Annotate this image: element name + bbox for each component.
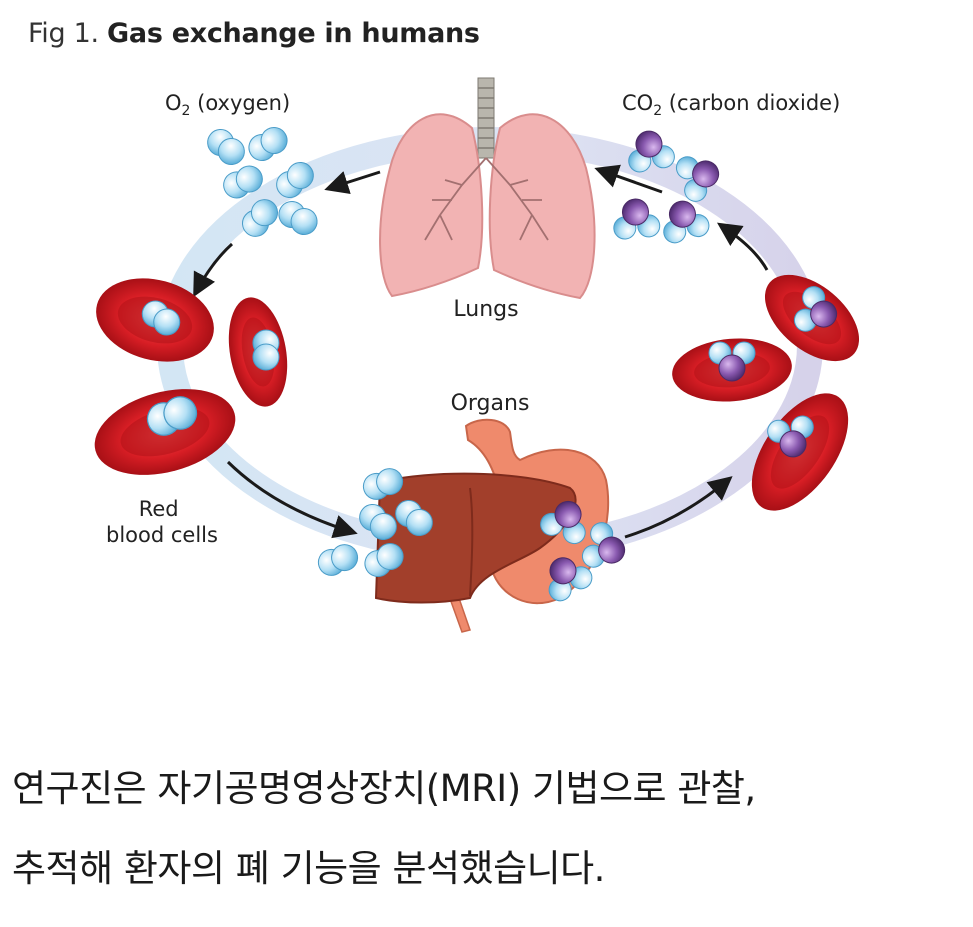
oxygen-molecule-rbc-mid	[252, 329, 280, 371]
arrow-lungs-to-o2	[324, 170, 381, 194]
arrow-rbc-to-co2	[717, 222, 769, 271]
lungs-illustration	[379, 77, 596, 300]
figure-title: Fig 1. Gas exchange in humans	[28, 18, 480, 49]
rbc-label: Red blood cells	[106, 497, 218, 547]
figure-name: Gas exchange in humans	[107, 18, 480, 49]
organs-illustration	[374, 418, 610, 633]
figure-label: Fig 1.	[28, 18, 99, 49]
co2-label: CO2 (carbon dioxide)	[622, 91, 840, 119]
caption-line-1: 연구진은 자기공명영상장치(MRI) 기법으로 관찰,	[12, 767, 756, 810]
caption-line-2: 추적해 환자의 폐 기능을 분석했습니다.	[12, 847, 605, 890]
flow-arrows	[193, 164, 769, 539]
arrow-co2-to-lungs	[594, 164, 663, 194]
oxygen-label: O2 (oxygen)	[165, 91, 290, 119]
arrow-o2-to-rbc	[193, 242, 234, 298]
organs-label: Organs	[451, 391, 530, 416]
arrow-organs-to-rbc	[624, 476, 733, 539]
lungs-label: Lungs	[453, 297, 518, 322]
gas-exchange-diagram: Lungs Organs	[85, 77, 875, 633]
arrow-rbc-to-organs	[226, 460, 358, 539]
